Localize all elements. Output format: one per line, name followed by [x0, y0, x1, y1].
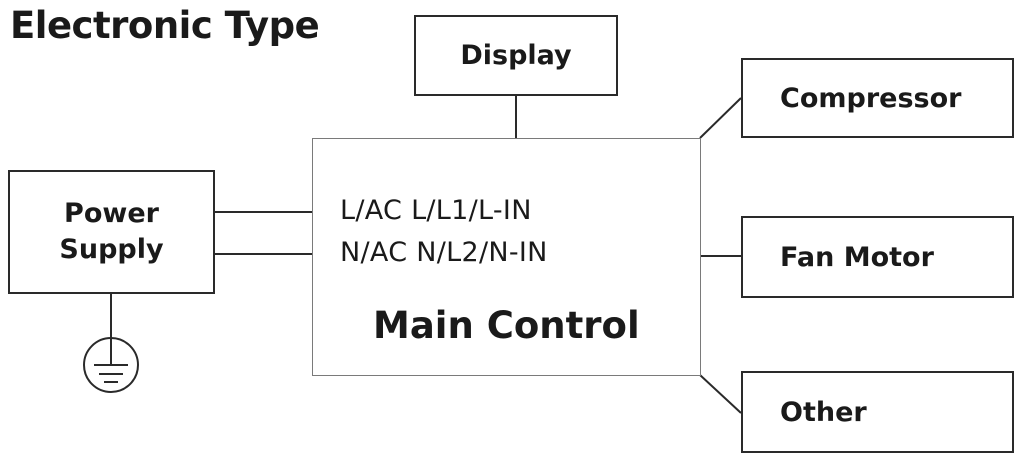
other-wire [699, 374, 742, 414]
ground-icon [83, 337, 139, 393]
other-block: Other [741, 371, 1014, 453]
main-control-block [312, 138, 701, 376]
diagram-title: Electronic Type [10, 4, 320, 47]
neutral-terminal-label: N/AC N/L2/N-IN [340, 237, 548, 268]
display-label: Display [460, 40, 572, 71]
compressor-block: Compressor [741, 58, 1014, 138]
main-control-label: Main Control [373, 304, 640, 347]
power-supply-label-line2: Supply [59, 234, 164, 265]
display-block: Display [414, 15, 618, 96]
fan-motor-block: Fan Motor [741, 216, 1014, 298]
other-label: Other [780, 396, 867, 428]
fan-motor-label: Fan Motor [780, 241, 934, 273]
power-supply-label-line1: Power [64, 198, 159, 229]
line-terminal-label: L/AC L/L1/L-IN [340, 195, 532, 226]
power-supply-block: Power Supply [8, 170, 215, 294]
compressor-wire [699, 97, 742, 139]
compressor-label: Compressor [780, 82, 962, 114]
